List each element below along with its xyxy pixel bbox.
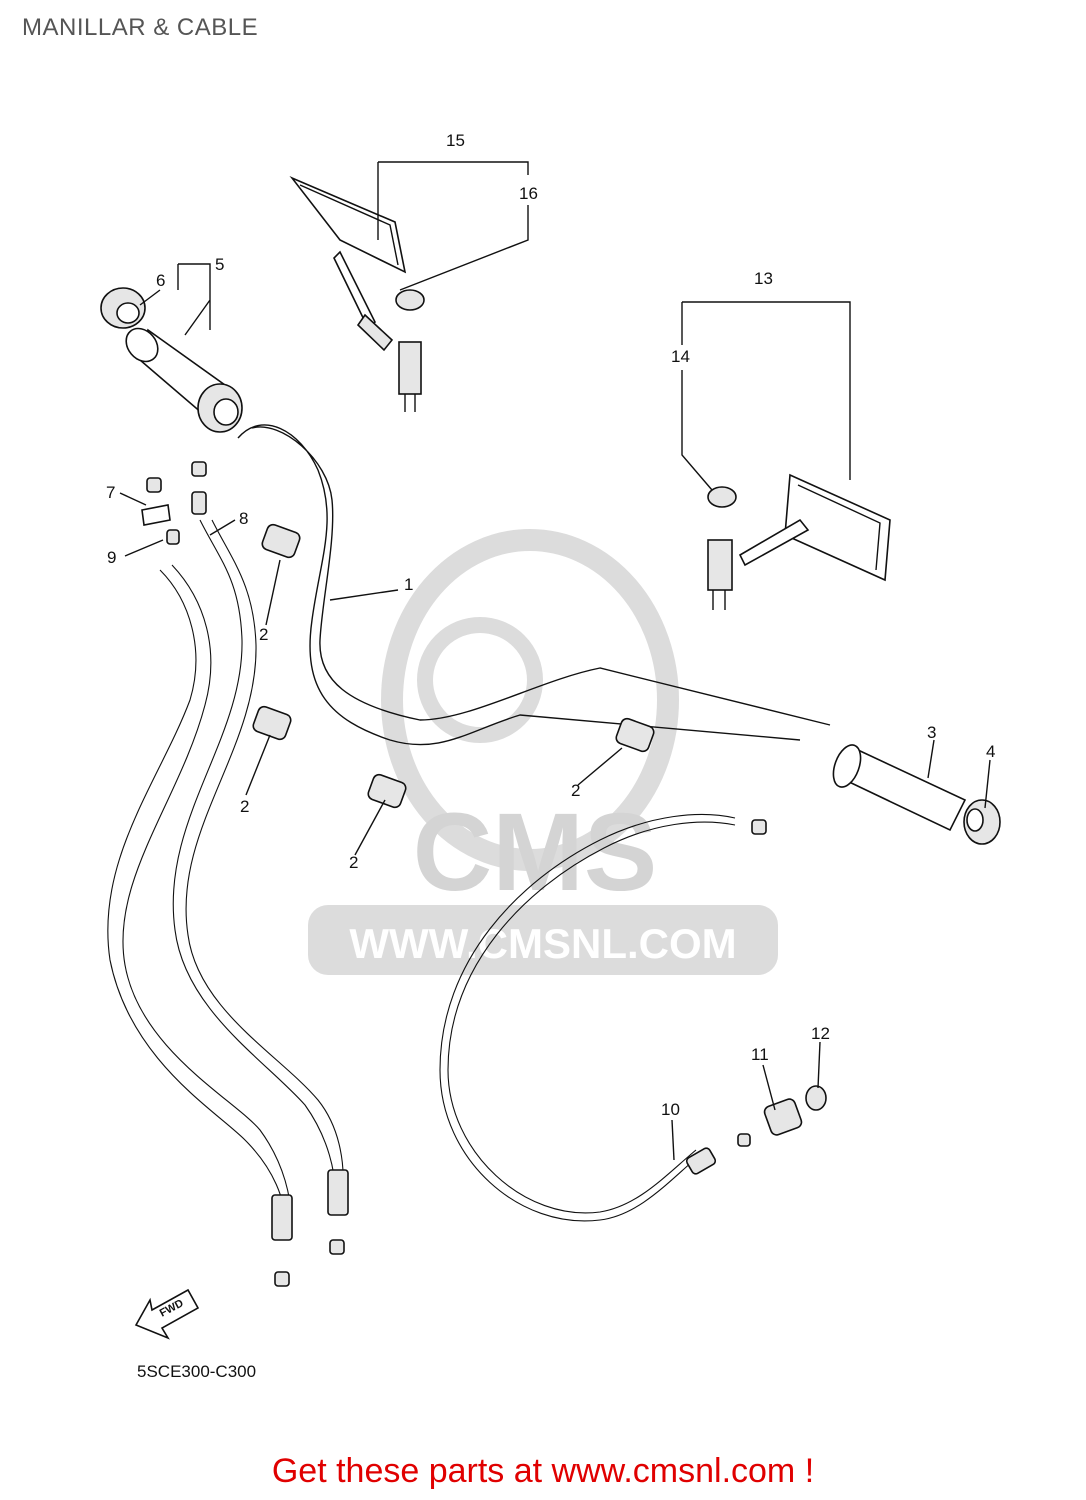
watermark-brand: CMS (413, 791, 657, 914)
footer-cta-link[interactable]: Get these parts at www.cmsnl.com ! (271, 1452, 815, 1490)
callout-2: 2 (259, 625, 268, 644)
callout-2: 2 (240, 797, 249, 816)
leader-lines (119, 161, 991, 1161)
callout-7: 7 (106, 483, 115, 502)
callout-8: 8 (239, 509, 248, 528)
handlebar (237, 424, 831, 746)
right-grip (832, 744, 1001, 845)
callout-10: 10 (661, 1100, 680, 1119)
callout-2: 2 (349, 853, 358, 872)
callouts: 1 2 2 2 2 3 4 5 6 7 8 9 10 11 12 13 14 1… (106, 131, 995, 1119)
left-mirror (289, 176, 425, 412)
fwd-arrow-icon: FWD (134, 1288, 200, 1340)
callout-9: 9 (107, 548, 116, 567)
clutch-cable (439, 813, 827, 1222)
callout-6: 6 (156, 271, 165, 290)
callout-15: 15 (446, 131, 465, 150)
left-grip (100, 287, 243, 433)
callout-1: 1 (404, 575, 413, 594)
throttle-cables (107, 461, 349, 1287)
callout-4: 4 (986, 742, 995, 761)
callout-12: 12 (811, 1024, 830, 1043)
watermark: CMS WWW.CMSNL.COM (308, 529, 778, 975)
watermark-url: WWW.CMSNL.COM (349, 920, 736, 967)
cable-clamps (252, 523, 655, 809)
page-title: MANILLAR & CABLE (22, 14, 259, 41)
callout-13: 13 (754, 269, 773, 288)
callout-5: 5 (215, 255, 224, 274)
diagram-code: 5SCE300-C300 (137, 1362, 256, 1381)
callout-2: 2 (571, 781, 580, 800)
callout-14: 14 (671, 347, 690, 366)
callout-16: 16 (519, 184, 538, 203)
callout-3: 3 (927, 723, 936, 742)
right-mirror (707, 473, 891, 610)
callout-11: 11 (751, 1045, 769, 1064)
